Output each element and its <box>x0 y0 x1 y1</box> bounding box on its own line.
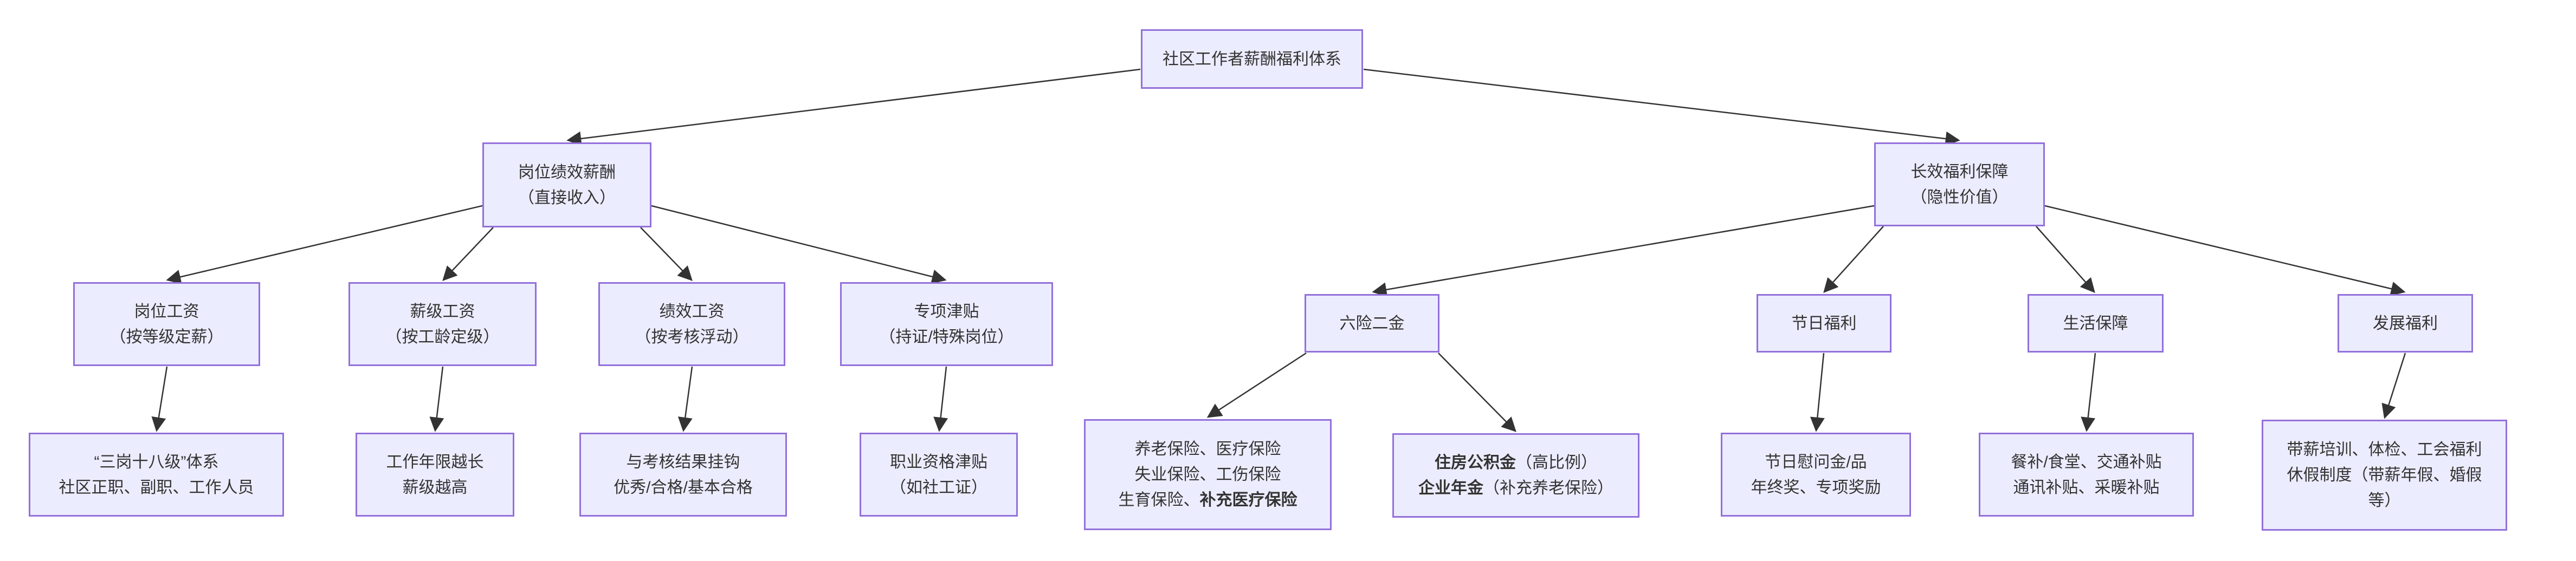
node-label-line: 优秀/合格/基本合格 <box>614 478 753 497</box>
node-label-line: （按考核浮动） <box>635 328 749 346</box>
node-label-line: 社区工作者薪酬福利体系 <box>1163 50 1341 68</box>
edge-six-insurance-leaf-funds <box>1438 353 1516 432</box>
edge-direct-grade-salary <box>442 227 494 281</box>
node-label-line: 生活保障 <box>2063 314 2128 332</box>
node-label-line: 薪级工资 <box>410 302 475 321</box>
node-label-line: （隐性价值） <box>1910 188 2009 206</box>
edge-longterm-development-welfare <box>2044 205 2406 296</box>
leaf-living-detail: 餐补/食堂、交通补贴通讯补贴、采暖补贴 <box>1979 433 2194 517</box>
node-six-insurance: 六险二金 <box>1305 294 1439 353</box>
node-label-line: 失业保险、工伤保险 <box>1134 466 1281 484</box>
edge-direct-special-allowance <box>651 205 947 284</box>
leaf-special-allowance-detail: 职业资格津贴 （如社工证） <box>860 433 1018 517</box>
edge-direct-perf-salary <box>640 227 693 281</box>
node-label-line: 职业资格津贴 <box>890 453 987 471</box>
node-label-line: 企业年金（补充养老保险） <box>1418 479 1613 497</box>
node-label-line: 通讯补贴、采暖补贴 <box>2013 478 2160 497</box>
node-label-line: 六险二金 <box>1339 314 1405 332</box>
edge-development-welfare-leaf <box>2381 353 2406 419</box>
node-label-line: （直接收入） <box>518 188 616 207</box>
node-label-line: 住房公积金（高比例） <box>1435 454 1597 472</box>
node-label-line: （按工龄定级） <box>385 328 500 346</box>
leaf-development-detail: 带薪培训、体检、工会福利休假制度（带薪年假、婚假等） <box>2262 420 2507 531</box>
node-label-line: （持证/特殊岗位） <box>879 328 1014 346</box>
edge-perf-salary-leaf <box>677 366 693 432</box>
node-grade-salary: 薪级工资 （按工龄定级） <box>348 282 537 366</box>
node-root: 社区工作者薪酬福利体系 <box>1141 29 1363 89</box>
node-holiday-welfare: 节日福利 <box>1757 294 1891 353</box>
leaf-insurance-types: 养老保险、医疗保险失业保险、工伤保险生育保险、补充医疗保险 <box>1084 419 1332 530</box>
edge-living-support-leaf <box>2081 353 2096 432</box>
node-label-line: 工作年限越长 <box>386 453 484 471</box>
node-label-line: 岗位工资 <box>134 302 199 321</box>
leaf-post-salary-detail: “三岗十八级”体系社区正职、副职、工作人员 <box>29 433 284 517</box>
node-longterm-welfare: 长效福利保障 （隐性价值） <box>1874 142 2045 226</box>
edge-grade-salary-leaf <box>429 366 444 432</box>
edge-post-salary-leaf <box>151 366 168 432</box>
node-label-line: “三岗十八级”体系 <box>94 453 219 471</box>
node-label-line: 绩效工资 <box>659 302 725 321</box>
node-label-line: 岗位绩效薪酬 <box>518 163 616 181</box>
node-label-line: 年终奖、专项奖励 <box>1751 478 1881 497</box>
node-label-line: 餐补/食堂、交通补贴 <box>2011 453 2162 471</box>
edge-direct-post-salary <box>166 205 483 284</box>
node-label-line: 养老保险、医疗保险 <box>1134 440 1281 458</box>
edge-root-longterm <box>1363 68 1960 146</box>
node-label-line: 长效福利保障 <box>1910 162 2009 181</box>
edge-special-allowance-leaf <box>933 366 948 432</box>
edge-six-insurance-leaf-types <box>1206 352 1307 418</box>
edge-root-direct <box>566 68 1141 146</box>
node-label-line: 等） <box>2368 492 2401 510</box>
node-living-support: 生活保障 <box>2028 294 2164 353</box>
node-label-line: 与考核结果挂钩 <box>626 453 740 471</box>
node-label-line: 社区正职、副职、工作人员 <box>59 478 254 497</box>
node-label-line: 休假制度（带薪年假、婚假 <box>2287 466 2482 484</box>
node-development-welfare: 发展福利 <box>2338 294 2473 353</box>
leaf-grade-salary-detail: 工作年限越长薪级越高 <box>356 433 514 517</box>
edge-holiday-welfare-leaf <box>1810 353 1825 432</box>
node-label-line: 专项津贴 <box>914 302 979 321</box>
leaf-holiday-detail: 节日慰问金/品年终奖、专项奖励 <box>1721 433 1911 517</box>
node-label-line: 节日福利 <box>1791 314 1857 332</box>
edge-longterm-holiday-welfare <box>1823 226 1884 293</box>
node-label-line: 节日慰问金/品 <box>1765 453 1867 471</box>
edge-longterm-six-insurance <box>1372 205 1875 297</box>
leaf-perf-salary-detail: 与考核结果挂钩优秀/合格/基本合格 <box>579 433 787 517</box>
node-special-allowance: 专项津贴 （持证/特殊岗位） <box>840 282 1053 366</box>
node-perf-salary: 绩效工资 （按考核浮动） <box>598 282 785 366</box>
node-label-line: 薪级越高 <box>402 478 468 497</box>
node-label-line: 生育保险、补充医疗保险 <box>1118 491 1297 509</box>
node-label-line: 发展福利 <box>2373 314 2438 332</box>
edge-longterm-living-support <box>2036 226 2095 293</box>
node-post-salary: 岗位工资 （按等级定薪） <box>73 282 260 366</box>
node-label-line: 带薪培训、体检、工会福利 <box>2287 441 2482 459</box>
leaf-housing-funds: 住房公积金（高比例） 企业年金（补充养老保险） <box>1392 433 1639 518</box>
node-label-line: （按等级定薪） <box>109 328 224 346</box>
node-label-line: （如社工证） <box>890 478 987 497</box>
node-direct-income: 岗位绩效薪酬 （直接收入） <box>482 142 651 227</box>
